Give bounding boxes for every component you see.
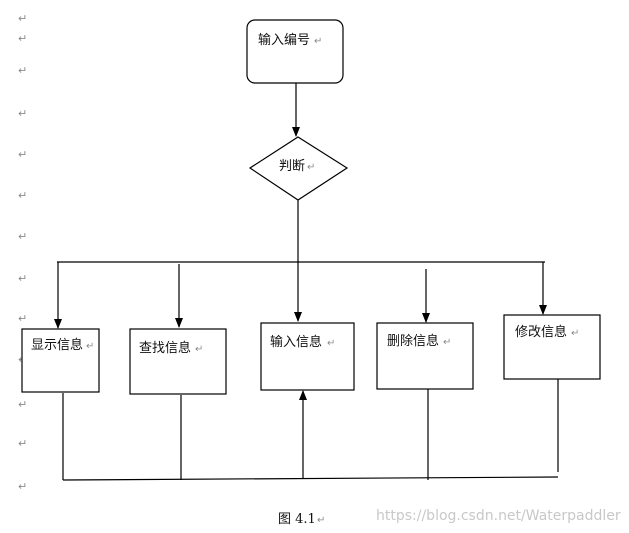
branch-display: 显示信息 ↵ — [21, 328, 100, 393]
paragraph-mark: ↵ — [18, 230, 27, 243]
decision-node: 判断 ↵ — [248, 136, 349, 201]
figure-caption: 图 4.1 — [278, 512, 316, 527]
branch-label-mark: ↵ — [195, 344, 203, 355]
branch-label: 删除信息 — [387, 333, 439, 349]
branch-label: 显示信息 — [31, 337, 83, 353]
branch-box — [260, 322, 355, 391]
paragraph-mark: ↵ — [18, 107, 27, 120]
branch-label: 查找信息 — [139, 340, 191, 356]
paragraph-mark: ↵ — [18, 32, 27, 45]
decision-label: 判断 — [279, 159, 305, 174]
paragraph-mark: ↵ — [18, 312, 27, 325]
paragraph-mark: ↵ — [18, 398, 27, 411]
branch-label-mark: ↵ — [443, 337, 451, 348]
branch-box — [503, 314, 601, 380]
start-node: 输入编号 ↵ — [246, 19, 344, 84]
paragraph-mark: ↵ — [18, 189, 27, 202]
return-bus — [62, 476, 559, 481]
start-label: 输入编号 — [258, 32, 310, 48]
paragraph-mark: ↵ — [18, 437, 27, 450]
branch-label: 修改信息 — [515, 324, 567, 340]
branch-box — [376, 322, 474, 390]
paragraph-mark: ↵ — [18, 64, 27, 77]
branch-label-mark: ↵ — [327, 338, 335, 349]
branch-label-mark: ↵ — [571, 328, 579, 339]
branch-delete: 删除信息 ↵ — [376, 322, 474, 390]
branch-box — [129, 328, 227, 395]
paragraph-marks: ↵ ↵ ↵ ↵ ↵ ↵ ↵ ↵ ↵ ↵ ↵ ↵ ↵ — [18, 12, 27, 493]
decision-label-mark: ↵ — [307, 162, 315, 173]
branch-label: 输入信息 — [270, 334, 322, 350]
paragraph-mark: ↵ — [18, 12, 27, 25]
branch-input: 输入信息 ↵ — [260, 322, 355, 391]
branch-modify: 修改信息 ↵ — [503, 314, 601, 380]
branch-label-mark: ↵ — [86, 341, 94, 352]
start-label-mark: ↵ — [314, 36, 322, 47]
paragraph-mark: ↵ — [18, 148, 27, 161]
caption-mark: ↵ — [317, 515, 325, 526]
paragraph-mark: ↵ — [18, 480, 27, 493]
paragraph-mark: ↵ — [18, 272, 27, 285]
branch-box — [21, 328, 100, 393]
watermark: https://blog.csdn.net/Waterpaddler — [376, 508, 621, 524]
branch-search: 查找信息 ↵ — [129, 328, 227, 395]
start-box — [246, 19, 344, 84]
